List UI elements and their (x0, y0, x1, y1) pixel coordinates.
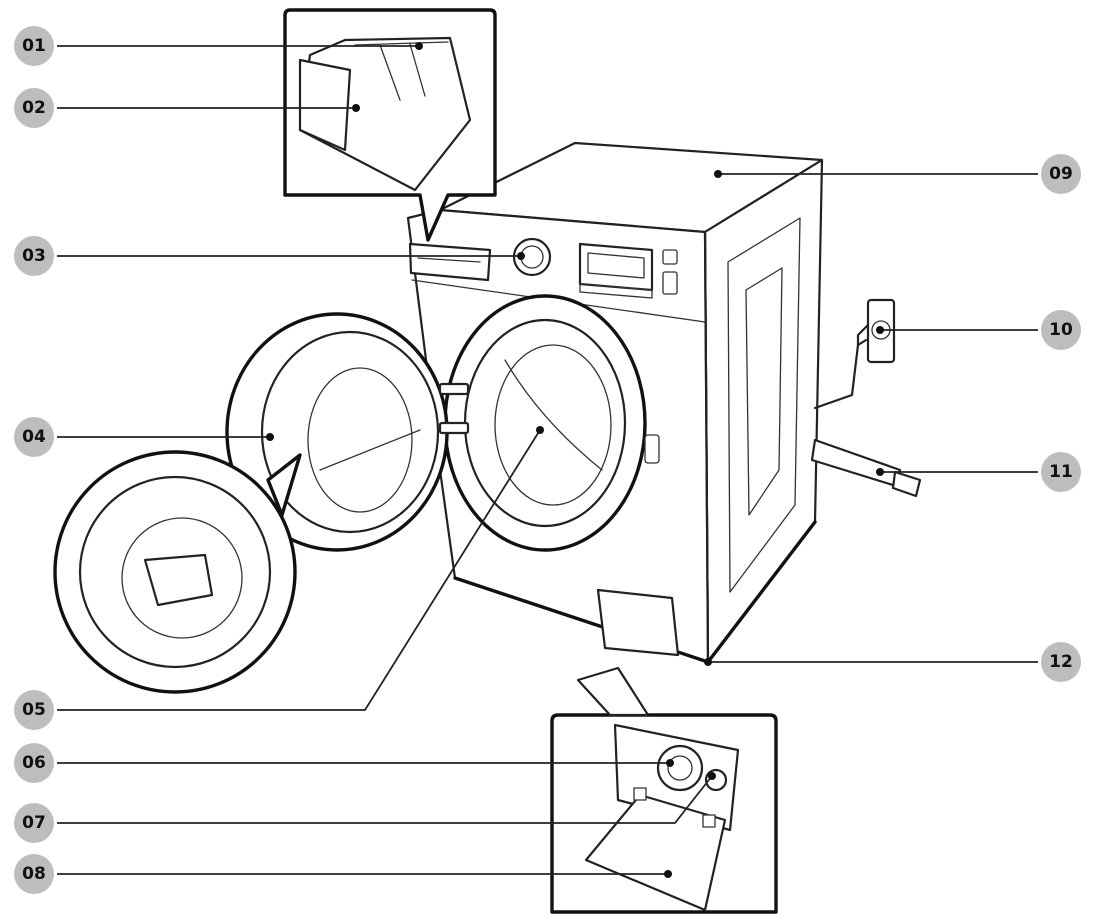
filter-inset-pointer (576, 666, 650, 717)
display-buttons (579, 283, 653, 299)
callout-10: 10 (1041, 310, 1081, 350)
callout-06: 06 (14, 743, 54, 783)
front-edge (703, 230, 710, 664)
door-seal-inner (463, 318, 627, 528)
door-glass (307, 367, 413, 513)
inset-door-rim (78, 475, 272, 669)
leader-01-dot (415, 42, 423, 50)
callout-09: 09 (1041, 154, 1081, 194)
control-button-top (662, 249, 678, 265)
drawer-compartments (354, 41, 449, 101)
display-screen (587, 252, 645, 279)
program-dial (512, 237, 552, 277)
drawer-front (408, 242, 492, 282)
callout-02-label: 02 (22, 98, 46, 118)
filter-detail-inset (550, 588, 778, 914)
side-recess (727, 217, 801, 593)
display-panel (578, 242, 654, 292)
leader-10-dot (876, 326, 884, 334)
leader-02-dot (352, 104, 360, 112)
side-recess-inner (745, 267, 783, 516)
drum-opening (443, 294, 660, 552)
inset-glass (121, 517, 243, 639)
callout-03-label: 03 (22, 246, 46, 266)
control-panel (408, 237, 678, 299)
leader-05 (57, 429, 541, 711)
door-hinge-upper (438, 382, 470, 396)
callout-07: 07 (14, 803, 54, 843)
filter-access-cover (596, 588, 680, 657)
cover-hinge-right (702, 814, 716, 828)
drawer-detail-inset (283, 8, 497, 242)
power-plug (856, 323, 870, 347)
door-lock (644, 434, 660, 464)
door-hinge-lower (438, 421, 470, 435)
power-socket (813, 298, 896, 410)
callout-10-label: 10 (1049, 320, 1073, 340)
drawer-handle (417, 257, 481, 263)
callout-09-label: 09 (1049, 164, 1073, 184)
callout-02: 02 (14, 88, 54, 128)
callout-badges: 01 02 03 04 05 06 07 08 (14, 26, 1081, 894)
cover-hinge-left (633, 787, 647, 801)
callout-08: 08 (14, 854, 54, 894)
callout-12: 12 (1041, 642, 1081, 682)
callout-01: 01 (14, 26, 54, 66)
leader-11-dot (876, 468, 884, 476)
door-glass-highlight (319, 429, 421, 471)
callout-01-label: 01 (22, 36, 46, 56)
callout-06-label: 06 (22, 753, 46, 773)
callout-05: 05 (14, 690, 54, 730)
drum-back (494, 344, 612, 506)
leader-05-dot (536, 426, 544, 434)
drain-hose-group (810, 438, 922, 498)
callout-04-label: 04 (22, 427, 46, 447)
drain-hose-end (891, 470, 922, 498)
callout-11-label: 11 (1049, 462, 1073, 482)
leader-07 (57, 775, 713, 824)
drain-hose (810, 438, 902, 488)
leader-lines (57, 42, 1038, 878)
drum-paddle (504, 359, 603, 471)
inset-pointer (266, 453, 302, 517)
callout-12-label: 12 (1049, 652, 1073, 672)
inset-handle (143, 553, 214, 607)
leader-04-dot (266, 433, 274, 441)
leader-09-dot (714, 170, 722, 178)
callout-05-label: 05 (22, 700, 46, 720)
callout-07-label: 07 (22, 813, 46, 833)
filter-cap (656, 744, 704, 792)
callout-11: 11 (1041, 452, 1081, 492)
leader-03-dot (517, 252, 525, 260)
callout-04: 04 (14, 417, 54, 457)
open-door (225, 312, 470, 552)
leader-06-dot (666, 759, 674, 767)
callout-03: 03 (14, 236, 54, 276)
drawer-front-panel (298, 58, 352, 152)
leader-07-dot (708, 772, 716, 780)
door-detail-inset (53, 450, 302, 694)
control-button-bottom (662, 271, 678, 295)
leader-08-dot (664, 870, 672, 878)
callout-08-label: 08 (22, 864, 46, 884)
leader-12-dot (704, 658, 712, 666)
power-cord (813, 343, 860, 410)
filter-cap-knob (667, 755, 693, 781)
door-glass-rim (260, 330, 440, 534)
